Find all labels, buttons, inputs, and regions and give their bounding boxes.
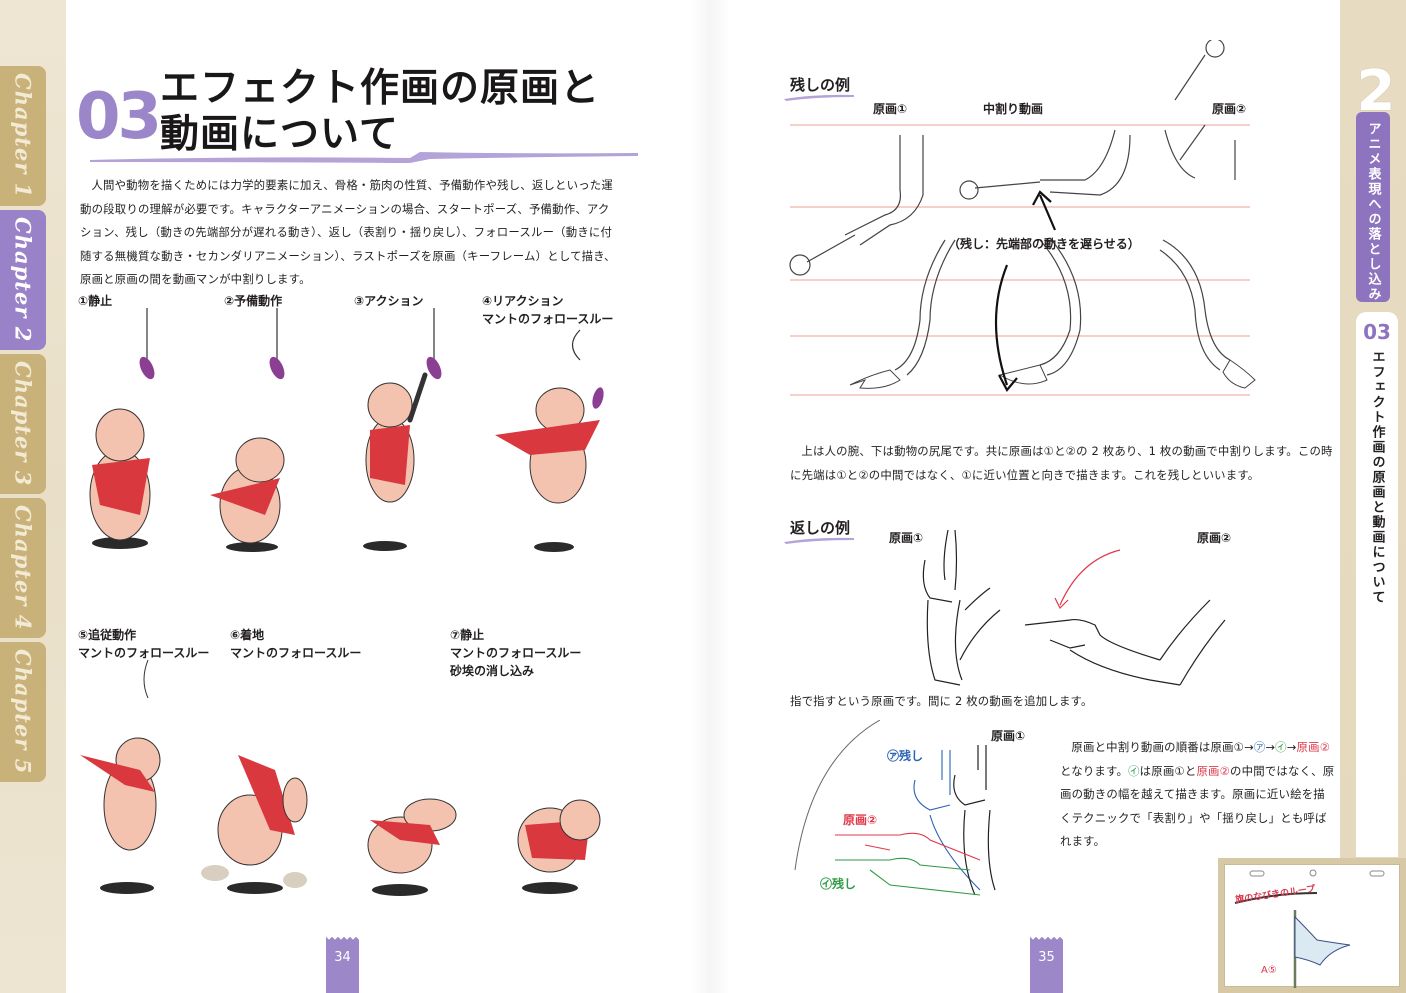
kaeshi-caption: 指で指すという原画です。間に 2 枚の動画を追加します。 [790,690,1335,714]
page-number-right: 35 [1030,937,1063,993]
expl-key2: 原画② [1196,763,1231,778]
chapter-tab-3[interactable]: Chapter 3 [0,354,46,494]
heading-underline [784,537,854,544]
triangle-a-icon: ㋐ [1253,740,1266,754]
kaeshi-diagram [922,529,1226,686]
book-spine-shadow [690,0,730,993]
chapter-tab-2[interactable]: Chapter 2 [0,210,46,350]
expl-part3: となります。 [1060,763,1129,778]
zanshi-inbetween-label: 中割り動画 [983,102,1044,116]
zanshi-annotation: （残し：先端部の動きを遅らせる） [948,237,1140,251]
kaeshi-explanation-text: 原画と中割り動画の順番は原画①→㋐→㋑→原画②となります。㋑は原画①と原画②の中… [1060,736,1335,854]
step-sublabel-7: マントのフォロースルー [450,646,582,660]
chapter-number: 2 [1356,59,1396,124]
intro-paragraph: 人間や動物を描くためには力学的要素に加え、骨格・筋肉の性質、予備動作や残し、返し… [80,174,620,292]
triangle-i-icon: ㋑ [1128,763,1140,778]
step-sublabel-4: マントのフォロースルー [482,312,614,326]
step-label-3: ③アクション [354,294,424,308]
flag-frame-label: A⑤ [1261,965,1277,976]
chapter-tab-label: Chapter 5 [10,649,36,775]
step-label-4: ④リアクション [482,294,564,308]
zanshi-caption-text: 上は人の腕、下は動物の尻尾です。共に原画は①と②の 2 枚あり、1 枚の動画で中… [790,444,1333,482]
kaeshi-heading: 返しの例 [784,517,854,544]
chapter-tab-1[interactable]: Chapter 1 [0,66,46,206]
page-title-line1: エフェクト作画の原画と [160,66,601,111]
zanshi-caption: 上は人の腕、下は動物の尻尾です。共に原画は①と②の 2 枚あり、1 枚の動画で中… [790,440,1335,487]
kaeshi-caption-text: 指で指すという原画です。間に 2 枚の動画を追加します。 [790,694,1093,708]
chapter-tab-4[interactable]: Chapter 4 [0,498,46,638]
kaeshi-overlay-diagram [794,720,996,896]
expl-key2: 原画② [1296,740,1331,754]
heading-underline [784,94,854,101]
overlay-key1-label: 原画① [991,729,1026,743]
zanshi-key2-label: 原画② [1212,102,1247,116]
step-label-6: ⑥着地 [230,628,265,642]
a-zanshi-label: ㋐残し [887,749,924,763]
pig-sequence-bottom [80,660,601,896]
chapter-tab-label: Chapter 1 [10,73,36,199]
expl-part4: は原画①と [1139,763,1197,778]
page-number-left: 34 [326,937,359,993]
kaeshi-explanation: 原画と中割り動画の順番は原画①→㋐→㋑→原画②となります。㋑は原画①と原画②の中… [1060,736,1335,854]
step-label-1: ①静止 [78,294,113,308]
i-zanshi-label: ㋑残し [820,877,857,891]
chapter-tab-label: Chapter 2 [10,217,36,343]
intro-text: 人間や動物を描くためには力学的要素に加え、骨格・筋肉の性質、予備動作や残し、返し… [80,178,616,287]
chapter-tab-label: Chapter 4 [10,505,36,631]
expl-part5: の中間ではなく、原画の動きの幅を越えて描きます。原画に近い絵を描くテクニックで「… [1060,763,1335,849]
flag-illustration [1234,869,1385,988]
expl-part1: 原画と中割り動画の順番は原画①→ [1071,740,1254,754]
chapter-tab-rail: Chapter 1 Chapter 2 Chapter 3 Chapter 4 … [0,0,66,993]
step-label-2: ②予備動作 [224,294,283,308]
step-sublabel-6: マントのフォロースルー [230,646,362,660]
zanshi-diagram [789,40,1256,396]
page-title-line2: 動画について [160,112,399,157]
title-brush-underline [90,152,638,163]
triangle-i-icon: ㋑ [1275,740,1287,754]
step-label-5: ⑤追従動作 [78,628,137,642]
step-sublabel-7b: 砂埃の消し込み [450,664,535,678]
chapter-tab-label: Chapter 3 [10,361,36,487]
section-index-tab[interactable]: 03 エフェクト作画の原画と動画について [1356,312,1398,857]
zanshi-heading-text: 残しの例 [790,76,851,94]
step-label-7: ⑦静止 [450,628,485,642]
chapter-title-tab[interactable]: アニメ表現への落とし込み [1356,112,1390,302]
overlay-key2-label: 原画② [843,813,878,827]
arrow-icon: → [1286,740,1297,754]
chapter-title-text: アニメ表現への落とし込み [1365,122,1381,302]
section-number: 03 [76,80,162,154]
kaeshi-key2-label: 原画② [1197,531,1232,545]
flag-card-sheet: 旗のなびきのループ A⑤ [1224,864,1400,988]
kaeshi-key1-label: 原画① [889,531,924,545]
step-sublabel-5: マントのフォロースルー [78,646,210,660]
kaeshi-heading-text: 返しの例 [790,519,851,537]
zanshi-heading: 残しの例 [784,74,854,101]
section-index-title: エフェクト作画の原画と動画について [1369,350,1385,605]
flag-loop-card: 旗のなびきのループ A⑤ [1218,858,1406,993]
zanshi-key1-label: 原画① [873,102,908,116]
arrow-icon: → [1265,740,1276,754]
chapter-tab-5[interactable]: Chapter 5 [0,642,46,782]
pig-sequence-top [89,308,604,552]
page-title: エフェクト作画の原画と 動画について [160,66,600,158]
section-index-number: 03 [1363,320,1391,344]
